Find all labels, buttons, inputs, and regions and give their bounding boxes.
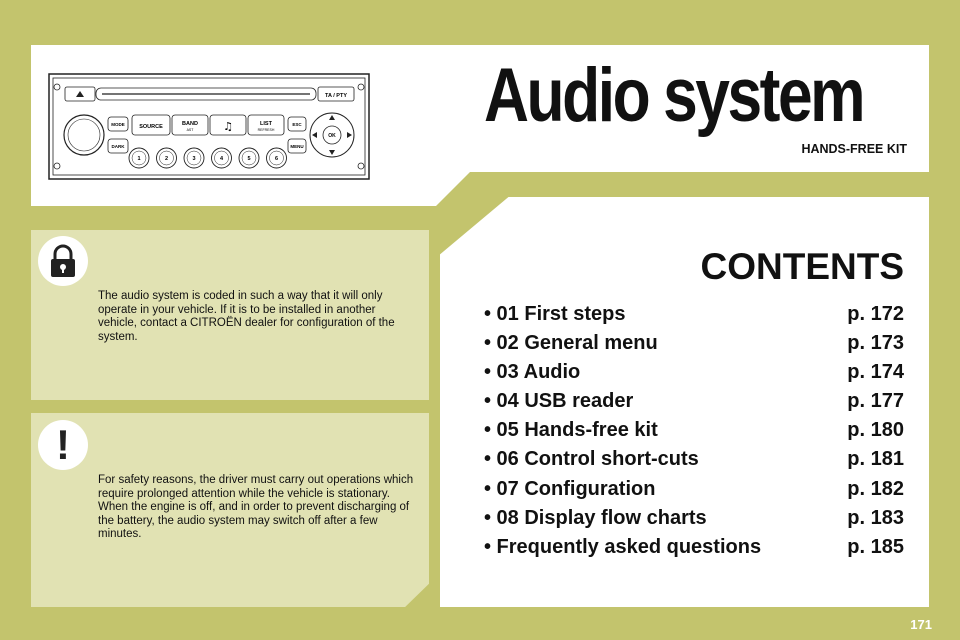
ta-pty-label: TA / PTY: [325, 93, 347, 99]
toc-item-page: p. 174: [847, 361, 904, 384]
toc-item-page: p. 182: [847, 477, 904, 500]
list-sub-label: REFRESH: [258, 128, 275, 132]
preset-button-ring: [131, 150, 147, 166]
dark-button[interactable]: [107, 138, 129, 154]
esc-button[interactable]: [287, 116, 307, 132]
toc-item[interactable]: • 07 Configuration p. 182: [484, 475, 904, 504]
toc-item[interactable]: • 02 General menu p. 173: [484, 329, 904, 358]
padlock-icon: [51, 244, 75, 277]
list-button[interactable]: [247, 114, 285, 136]
menu-button[interactable]: [287, 138, 307, 154]
page-title: Audio system: [484, 53, 866, 138]
page-number: 171: [910, 617, 932, 632]
music-button[interactable]: [209, 114, 247, 136]
band-label: BAND: [182, 121, 198, 127]
padlock-icon-badge: [38, 236, 88, 286]
radio-illustration: TA / PTY MODE DARK SOURCE BAND AST ♫ LIS…: [48, 73, 370, 180]
toc-item-label: • 01 First steps: [484, 303, 626, 325]
source-label: SOURCE: [139, 124, 163, 130]
preset-label: 4: [220, 156, 224, 162]
table-of-contents: • 01 First steps p. 172 • 02 General menu…: [484, 300, 904, 562]
toc-item[interactable]: • Frequently asked questions p. 185: [484, 533, 904, 562]
exclamation-icon: !: [56, 421, 70, 468]
toc-item[interactable]: • 03 Audio p. 174: [484, 358, 904, 387]
preset-label: 1: [137, 156, 140, 162]
preset-button-ring: [241, 150, 257, 166]
toc-item-label: • Frequently asked questions: [484, 535, 762, 558]
eject-icon: [76, 91, 84, 97]
arrow-left-icon: [312, 132, 317, 138]
toc-item-page: p. 183: [847, 506, 904, 529]
toc-item-label: • 02 General menu: [484, 332, 658, 355]
ok-label: OK: [328, 133, 336, 139]
preset-label: 5: [247, 156, 250, 162]
safety-note-box: [31, 413, 429, 607]
toc-item-label: • 07 Configuration: [484, 477, 656, 500]
preset-button-ring: [214, 150, 229, 166]
preset-button-ring: [269, 150, 284, 166]
toc-item-page: p. 181: [847, 448, 904, 471]
coding-note-text: The audio system is coded in such a way …: [98, 290, 395, 343]
toc-item-label: • 03 Audio: [484, 361, 581, 384]
contents-panel: [440, 197, 929, 607]
arrow-down-icon: [329, 150, 335, 155]
toc-item[interactable]: • 01 First steps p. 172: [484, 300, 904, 329]
coding-note-box: [31, 230, 429, 400]
ok-button[interactable]: [322, 125, 342, 145]
esc-label: ESC: [292, 122, 302, 127]
mode-button[interactable]: [107, 116, 129, 132]
preset-button-ring: [159, 150, 174, 166]
contents-heading: CONTENTS: [700, 246, 905, 287]
toc-item-label: • 05 Hands-free kit: [484, 419, 658, 442]
volume-knob[interactable]: [63, 114, 105, 156]
toc-item-page: p. 185: [847, 535, 904, 558]
toc-item-label: • 06 Control short-cuts: [484, 448, 699, 471]
safety-note-text: For safety reasons, the driver must carr…: [98, 474, 414, 540]
preset-label: 2: [165, 156, 168, 162]
dark-label: DARK: [112, 144, 126, 149]
page-subtitle: HANDS-FREE KIT: [801, 142, 907, 156]
list-label: LIST: [260, 121, 273, 127]
toc-item-page: p. 180: [847, 419, 904, 442]
toc-item[interactable]: • 06 Control short-cuts p. 181: [484, 445, 904, 474]
arrow-up-icon: [329, 115, 335, 120]
arrow-right-icon: [347, 132, 352, 138]
preset-button-ring: [186, 150, 202, 166]
toc-item-page: p. 177: [847, 390, 904, 413]
toc-item-label: • 08 Display flow charts: [484, 506, 707, 529]
mode-label: MODE: [111, 122, 125, 127]
toc-item-label: • 04 USB reader: [484, 390, 634, 413]
preset-label: 3: [192, 156, 195, 162]
toc-item[interactable]: • 08 Display flow charts p. 183: [484, 504, 904, 533]
toc-item[interactable]: • 05 Hands-free kit p. 180: [484, 416, 904, 445]
toc-item-page: p. 172: [847, 303, 904, 325]
band-button[interactable]: [171, 114, 209, 136]
ta-pty-button[interactable]: [317, 86, 355, 102]
preset-label: 6: [275, 156, 278, 162]
band-sub-label: AST: [187, 128, 195, 132]
music-note-icon: ♫: [223, 120, 233, 133]
menu-label: MENU: [290, 144, 303, 149]
toc-item[interactable]: • 04 USB reader p. 177: [484, 387, 904, 416]
source-button[interactable]: [131, 114, 171, 136]
warning-icon-badge: !: [38, 420, 88, 470]
toc-item-page: p. 173: [847, 332, 904, 355]
